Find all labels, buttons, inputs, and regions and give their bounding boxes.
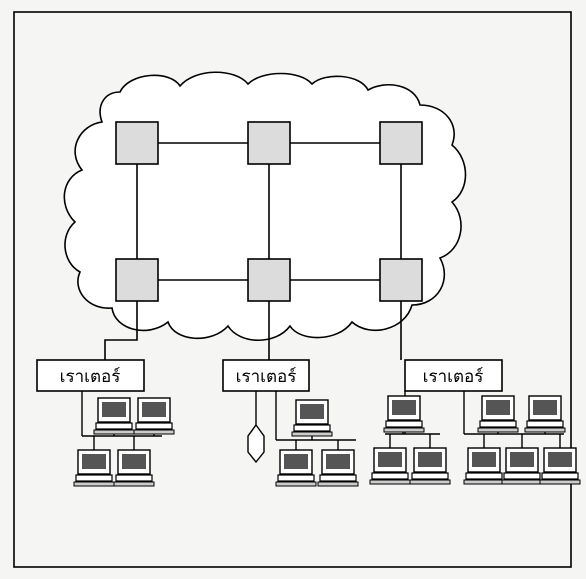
computer-base: [277, 474, 315, 482]
monitor-screen: [392, 400, 416, 415]
monitor-screen: [102, 402, 126, 417]
mesh-links: [136, 142, 402, 281]
monitor-screen: [284, 454, 308, 469]
router-uplinks: [104, 301, 402, 360]
computer-base: [115, 474, 153, 482]
terminator-icon: [247, 423, 265, 464]
keyboard: [113, 481, 155, 487]
computer-base: [75, 474, 113, 482]
computer-icon: [409, 447, 451, 485]
keyboard: [409, 479, 451, 485]
monitor-screen: [510, 452, 534, 467]
computer-base: [293, 424, 331, 432]
computer-icon: [133, 397, 175, 435]
switch-node-bottom-middle: [247, 258, 291, 302]
lan-wiring: [81, 391, 564, 450]
monitor-screen: [378, 452, 402, 467]
router-right: เราเตอร์: [404, 359, 503, 392]
computer-base: [526, 420, 564, 428]
switch-node-top-left: [115, 121, 159, 165]
monitor-screen: [472, 452, 496, 467]
router-right-box: [404, 359, 503, 392]
monitor-screen: [300, 404, 324, 419]
keyboard: [463, 479, 505, 485]
computer-icon: [73, 449, 115, 487]
computer-icon: [317, 449, 359, 487]
router-left-label: เราเตอร์: [60, 367, 121, 387]
computer-icon: [93, 397, 135, 435]
switch-node-top-middle: [247, 121, 291, 165]
computer-icon: [524, 395, 566, 433]
computer-base: [503, 472, 541, 480]
monitor-screen: [326, 454, 350, 469]
monitor-screen: [418, 452, 442, 467]
keyboard: [317, 481, 359, 487]
keyboard: [501, 479, 543, 485]
computer-icon: [501, 447, 543, 485]
keyboard: [524, 427, 566, 433]
router-middle-box: [222, 359, 310, 392]
monitor-screen: [486, 400, 510, 415]
computer-icon: [275, 449, 317, 487]
keyboard: [369, 479, 411, 485]
computer-base: [465, 472, 503, 480]
diagram-frame: [13, 11, 572, 568]
computer-base: [371, 472, 409, 480]
computer-icon: [369, 447, 411, 485]
uplink-left: [104, 301, 138, 360]
monitor-screen: [533, 400, 557, 415]
router-right-label: เราเตอร์: [423, 367, 484, 387]
router-middle-label: เราเตอร์: [236, 367, 297, 387]
keyboard: [73, 481, 115, 487]
monitor-screen: [82, 454, 106, 469]
switch-node-bottom-left: [115, 258, 159, 302]
computer-icon: [539, 447, 581, 485]
keyboard: [275, 481, 317, 487]
computer-icon: [477, 395, 519, 433]
switch-node-bottom-right: [379, 258, 423, 302]
computer-icon: [383, 395, 425, 433]
router-middle: เราเตอร์: [222, 359, 310, 392]
computer-icon: [463, 447, 505, 485]
computer-base: [541, 472, 579, 480]
keyboard: [383, 427, 425, 433]
keyboard: [291, 431, 333, 437]
computer-base: [385, 420, 423, 428]
computer-base: [479, 420, 517, 428]
switch-nodes: [115, 121, 423, 302]
keyboard: [477, 427, 519, 433]
router-left-box: [36, 359, 145, 392]
monitor-screen: [142, 402, 166, 417]
keyboard: [133, 429, 175, 435]
switch-node-top-right: [379, 121, 423, 165]
computer-base: [411, 472, 449, 480]
computers: [73, 395, 581, 487]
keyboard: [93, 429, 135, 435]
router-left: เราเตอร์: [36, 359, 145, 392]
computer-base: [319, 474, 357, 482]
cloud-shape: [63, 71, 467, 342]
computer-icon: [113, 449, 155, 487]
computer-icon: [291, 399, 333, 437]
computer-base: [135, 422, 173, 430]
monitor-screen: [122, 454, 146, 469]
keyboard: [539, 479, 581, 485]
monitor-screen: [548, 452, 572, 467]
computer-base: [95, 422, 133, 430]
